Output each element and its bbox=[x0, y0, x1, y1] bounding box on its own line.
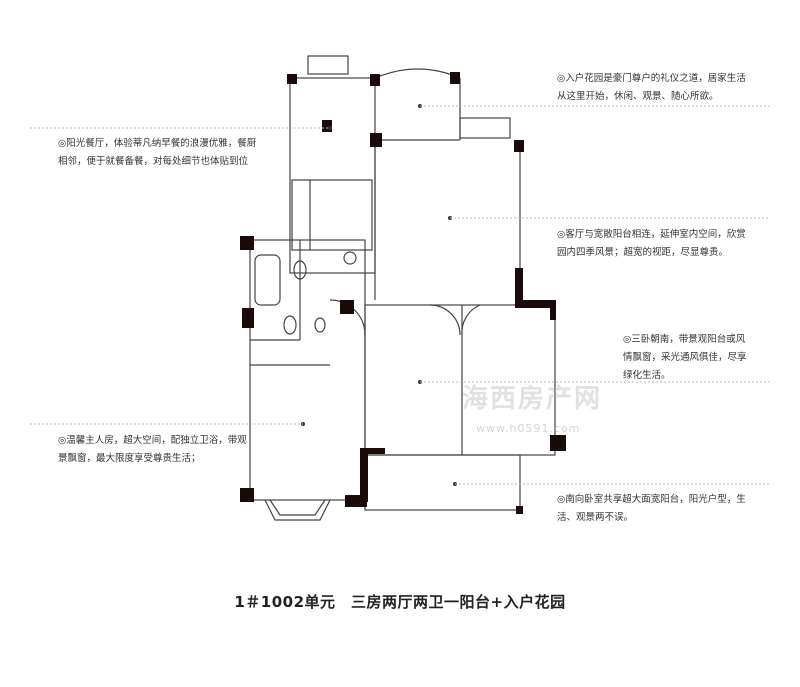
note-dining: ◎阳光餐厅，体验蒂凡纳早餐的浪漫优雅，餐厨相邻，便于就餐备餐，对每处细节也体贴到… bbox=[58, 138, 257, 167]
watermark-logo: 海西房产网 bbox=[462, 384, 603, 414]
note-master-bedroom: ◎温馨主人房，超大空间，配独立卫浴，带观景飘窗，最大限度享受尊贵生活； bbox=[58, 435, 247, 464]
note-living: ◎客厅与宽敞阳台相连，延伸室内空间，欣赏园内四季风景；超宽的视距，尽显尊贵。 bbox=[557, 229, 746, 258]
plan-title: 1＃1002单元 三房两厅两卫一阳台+入户花园 bbox=[234, 593, 566, 611]
note-entry-garden: ◎入户花园是豪门尊户的礼仪之道，居家生活从这里开始，休闲、观景、随心所欲。 bbox=[557, 73, 746, 102]
pillars bbox=[240, 72, 566, 514]
note-balcony: ◎南向卧室共享超大面宽阳台，阳光户型，生活、观景两不误。 bbox=[557, 494, 746, 523]
walls bbox=[249, 55, 556, 521]
watermark-url: www.h0591.com bbox=[476, 422, 581, 435]
room-markers bbox=[301, 104, 457, 486]
leader-lines bbox=[30, 105, 770, 485]
note-bedrooms: ◎三卧朝南，带景观阳台或风情飘窗，采光通风俱佳，尽享绿化生活。 bbox=[623, 334, 747, 381]
